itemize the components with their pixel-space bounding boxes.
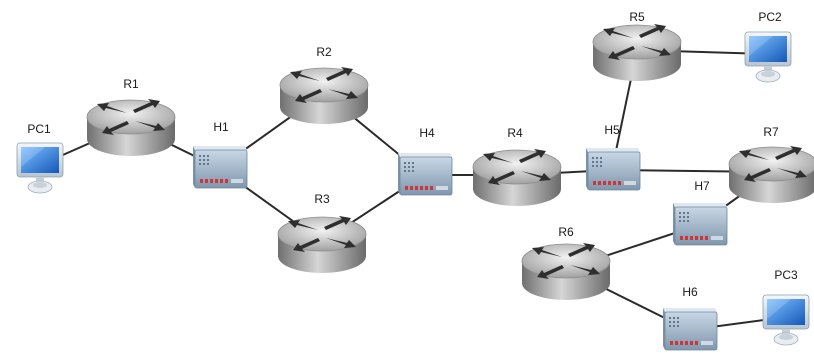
node-h5: H5 xyxy=(585,123,641,191)
pc-icon xyxy=(744,31,792,83)
hub-icon xyxy=(585,147,641,191)
node-label: H4 xyxy=(419,126,435,140)
node-label: R6 xyxy=(558,225,574,239)
node-label: H1 xyxy=(213,120,229,134)
node-label: PC3 xyxy=(774,268,798,282)
pc-icon xyxy=(16,142,64,194)
node-label: PC2 xyxy=(758,10,782,24)
node-r3: R3 xyxy=(277,192,367,274)
node-r7: R7 xyxy=(728,125,814,204)
node-h7: H7 xyxy=(672,179,728,246)
router-icon xyxy=(521,242,611,301)
hub-icon xyxy=(192,145,248,189)
node-label: R3 xyxy=(314,192,330,206)
node-label: PC1 xyxy=(27,122,51,136)
node-label: R5 xyxy=(629,10,645,24)
pc-icon xyxy=(762,294,810,346)
router-icon xyxy=(728,145,814,204)
node-label: H7 xyxy=(694,179,710,193)
node-r4: R4 xyxy=(472,126,562,207)
node-label: H6 xyxy=(682,285,698,299)
node-r6: R6 xyxy=(521,225,611,301)
router-icon xyxy=(592,23,682,82)
node-label: R1 xyxy=(123,77,139,91)
node-r1: R1 xyxy=(86,77,176,157)
node-label: H5 xyxy=(604,123,620,137)
hub-icon xyxy=(397,152,453,196)
router-icon xyxy=(277,215,367,274)
node-label: R4 xyxy=(507,126,523,140)
hub-icon xyxy=(672,202,728,246)
node-pc1: PC1 xyxy=(16,122,64,194)
router-icon xyxy=(86,98,176,157)
node-h1: H1 xyxy=(192,120,248,189)
node-h6: H6 xyxy=(662,285,718,351)
node-r2: R2 xyxy=(279,45,369,125)
node-pc2: PC2 xyxy=(744,10,792,83)
node-r5: R5 xyxy=(592,10,682,82)
node-label: R2 xyxy=(316,45,332,59)
router-icon xyxy=(279,66,369,125)
node-h4: H4 xyxy=(397,126,453,196)
node-pc3: PC3 xyxy=(762,268,810,346)
hub-icon xyxy=(662,307,718,351)
node-label: R7 xyxy=(763,125,779,139)
router-icon xyxy=(472,148,562,207)
